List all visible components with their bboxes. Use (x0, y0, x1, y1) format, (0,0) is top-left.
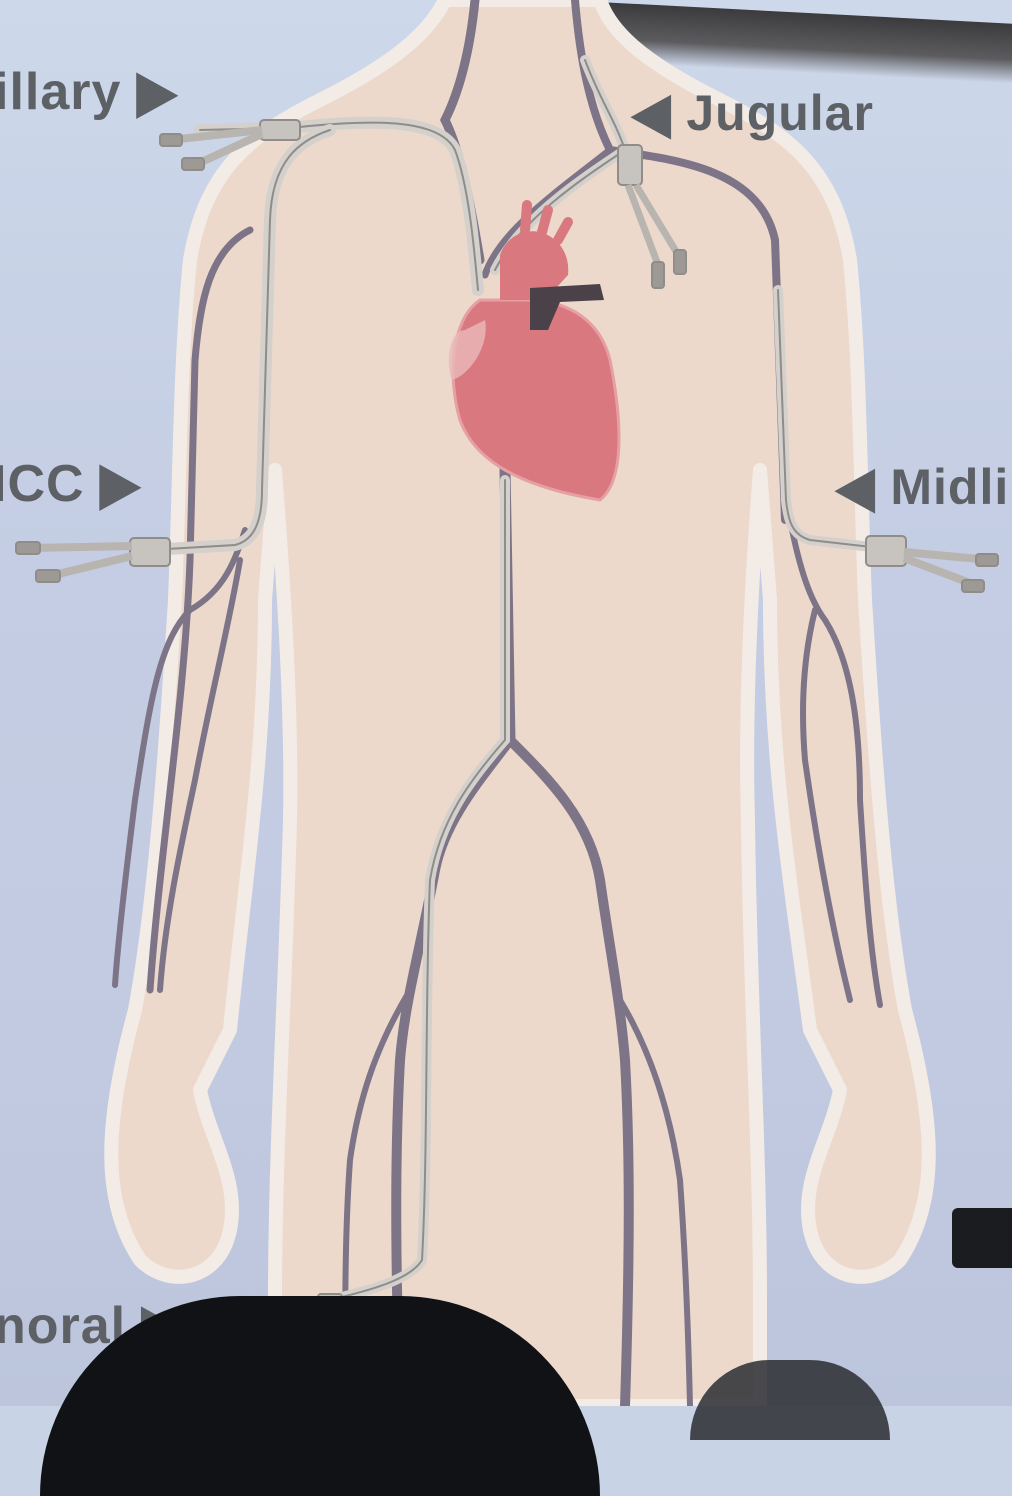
left-arrow-icon: ◀ (836, 460, 875, 515)
picc-label-text: ICC (0, 455, 85, 513)
picc-label: ICC ▶ (0, 458, 141, 510)
midline-label-text: Midli (890, 459, 1009, 515)
monitor-edge (952, 1208, 1012, 1268)
torso-and-arms (111, 0, 929, 1406)
midline-hub (866, 536, 998, 592)
midline-label: ◀ Midli (836, 462, 1009, 512)
body-silhouette (111, 0, 929, 1406)
axillary-label: illary ▶ (0, 66, 178, 118)
jugular-label: ◀ Jugular (632, 88, 874, 138)
projector-screen: illary ▶ ◀ Jugular ICC ▶ ◀ Midli noral ▶ (0, 0, 1012, 1406)
picc-hub (16, 538, 170, 582)
left-arrow-icon: ◀ (632, 86, 671, 141)
central-line-diagram (0, 0, 1012, 1406)
right-arrow-icon: ▶ (100, 455, 141, 512)
axillary-label-text: illary (0, 63, 121, 121)
jugular-label-text: Jugular (686, 85, 874, 141)
right-arrow-icon: ▶ (137, 63, 178, 120)
